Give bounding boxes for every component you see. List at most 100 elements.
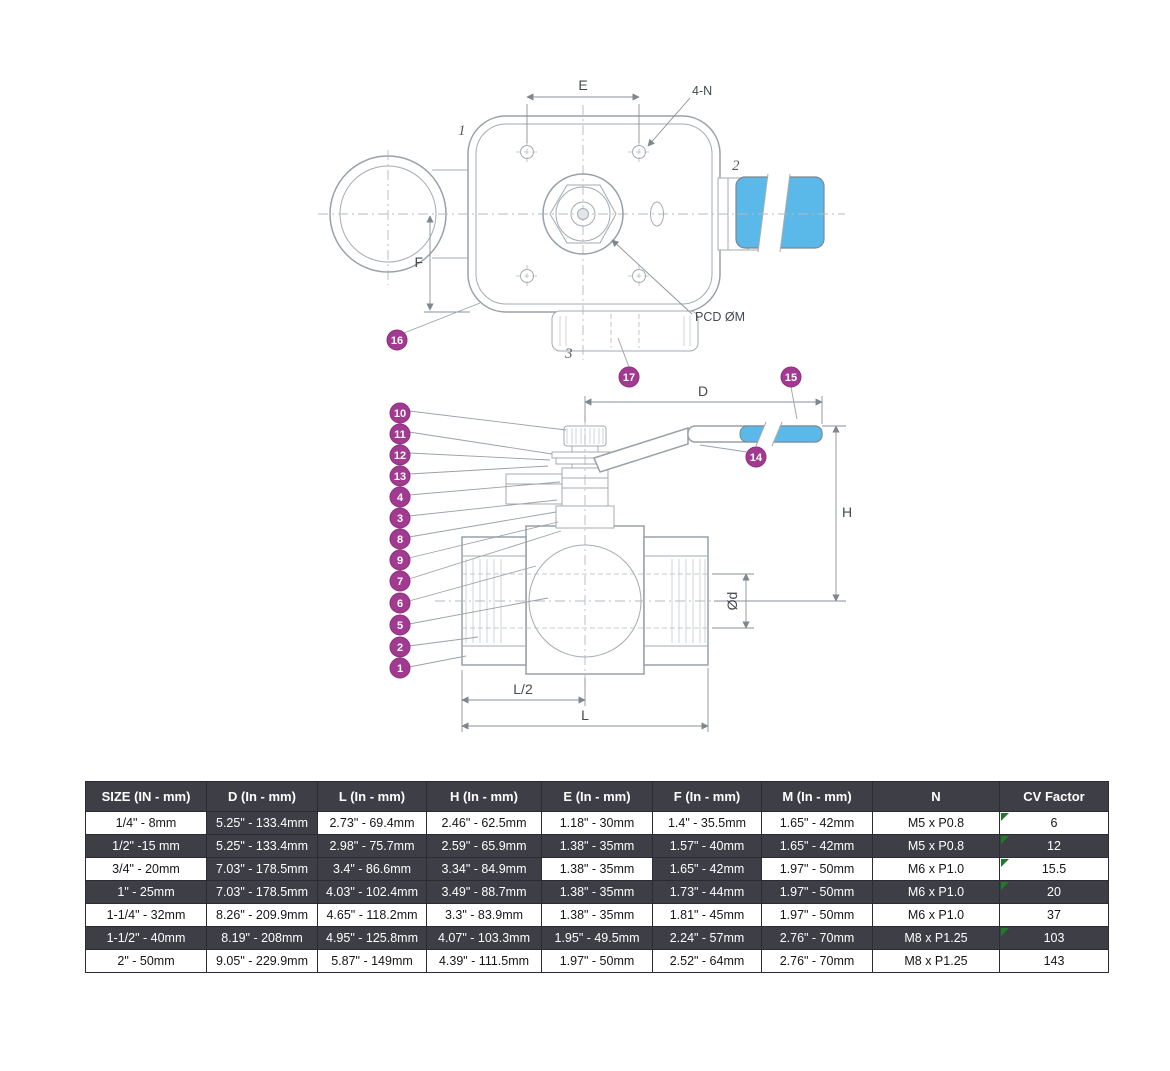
table-cell: 1.57" - 40mm	[652, 834, 762, 858]
table-cell: 2.76" - 70mm	[761, 926, 873, 950]
table-cell: M8 x P1.25	[872, 926, 1000, 950]
table-cell: 1.97" - 50mm	[541, 949, 653, 973]
table-cell: 4.65" - 118.2mm	[317, 903, 427, 927]
table-cell: 2.52" - 64mm	[652, 949, 762, 973]
callout-3: 3	[389, 507, 411, 529]
table-cell: 1.81" - 45mm	[652, 903, 762, 927]
dim-label-f: F	[414, 254, 423, 270]
callout-6: 6	[389, 592, 411, 614]
dimension-bore: Ød	[712, 573, 754, 629]
dim-label-bore: Ød	[724, 592, 740, 611]
callout-11: 11	[389, 423, 411, 445]
table-cell: 1.97" - 50mm	[761, 857, 873, 881]
handle-side-view	[592, 421, 823, 473]
table-cell: 1.65" - 42mm	[761, 811, 873, 835]
table-cell: 143	[999, 949, 1109, 973]
table-cell: 2.59" - 65.9mm	[426, 834, 542, 858]
mounting-pad	[505, 473, 563, 505]
bottom-port	[551, 310, 699, 352]
svg-text:7: 7	[397, 576, 403, 588]
side-view: D H Ød L/2 L	[389, 366, 852, 732]
label-pcd: PCD ØM	[695, 310, 745, 324]
callout-4: 4	[389, 486, 411, 508]
table-cell: 1" - 25mm	[85, 880, 207, 904]
table-cell: 1.97" - 50mm	[761, 903, 873, 927]
svg-text:13: 13	[394, 471, 406, 483]
table-cell: 4.07" - 103.3mm	[426, 926, 542, 950]
callout-1: 1	[389, 657, 411, 679]
svg-text:3: 3	[397, 513, 403, 525]
callout-16: 16	[386, 302, 481, 351]
port-label-1: 1	[458, 123, 466, 139]
callout-17: 17	[617, 337, 640, 388]
table-cell: 1.65" - 42mm	[652, 857, 762, 881]
svg-text:5: 5	[397, 620, 403, 632]
dimension-e: E	[526, 77, 640, 143]
bolt-count-label: 4-N	[647, 84, 712, 147]
table-cell: 1.97" - 50mm	[761, 880, 873, 904]
table-cell: 5.25" - 133.4mm	[206, 834, 318, 858]
table-cell: 4.95" - 125.8mm	[317, 926, 427, 950]
column-header: F (In - mm)	[652, 781, 762, 812]
svg-text:8: 8	[397, 534, 403, 546]
table-cell: 15.5	[999, 857, 1109, 881]
valve-technical-drawing: E 4-N F PCD ØM 1 2 3 16	[318, 77, 852, 732]
svg-text:12: 12	[394, 450, 406, 462]
table-cell: 1.73" - 44mm	[652, 880, 762, 904]
table-cell: 1.4" - 35.5mm	[652, 811, 762, 835]
table-cell: 3.34" - 84.9mm	[426, 857, 542, 881]
table-cell: 1/4" - 8mm	[85, 811, 207, 835]
table-cell: 3/4" - 20mm	[85, 857, 207, 881]
callout-5: 5	[389, 614, 411, 636]
table-cell: 6	[999, 811, 1109, 835]
table-cell: 3.49" - 88.7mm	[426, 880, 542, 904]
ball	[528, 544, 642, 658]
table-cell: M5 x P0.8	[872, 834, 1000, 858]
column-header: H (In - mm)	[426, 781, 542, 812]
callout-15: 15	[780, 366, 802, 420]
part-callouts-left: 10 11 12 13 4 3 8 9 7 6 5 2 1	[389, 402, 567, 679]
table-cell: 2.98" - 75.7mm	[317, 834, 427, 858]
dim-label-l: L	[581, 707, 589, 723]
stem-top-view	[542, 173, 664, 255]
callout-14: 14	[699, 444, 767, 468]
dimension-f: F	[414, 215, 470, 313]
column-header: SIZE (IN - mm)	[85, 781, 207, 812]
callout-2: 2	[389, 636, 411, 658]
port-label-3: 3	[564, 346, 573, 362]
column-header: E (In - mm)	[541, 781, 653, 812]
table-cell: 20	[999, 880, 1109, 904]
dimension-l: L	[461, 668, 709, 732]
callout-9: 9	[389, 549, 411, 571]
callout-8: 8	[389, 528, 411, 550]
svg-text:14: 14	[750, 452, 763, 464]
table-cell: 8.19" - 208mm	[206, 926, 318, 950]
table-cell: 3.3" - 83.9mm	[426, 903, 542, 927]
callout-10: 10	[389, 402, 411, 424]
table-cell: 1/2" -15 mm	[85, 834, 207, 858]
table-cell: 2.24" - 57mm	[652, 926, 762, 950]
table-cell: 5.87" - 149mm	[317, 949, 427, 973]
table-cell: M6 x P1.0	[872, 903, 1000, 927]
table-cell: 1.38" - 35mm	[541, 880, 653, 904]
table-cell: 7.03" - 178.5mm	[206, 880, 318, 904]
dim-label-l2: L/2	[513, 681, 533, 697]
table-cell: 103	[999, 926, 1109, 950]
dim-label-d: D	[698, 383, 708, 399]
table-cell: M6 x P1.0	[872, 857, 1000, 881]
table-cell: 4.39" - 111.5mm	[426, 949, 542, 973]
svg-text:11: 11	[394, 429, 406, 441]
dimension-l2: L/2	[461, 670, 586, 706]
table-cell: 1-1/2" - 40mm	[85, 926, 207, 950]
svg-text:10: 10	[394, 408, 406, 420]
svg-text:9: 9	[397, 555, 403, 567]
table-cell: 1.38" - 35mm	[541, 903, 653, 927]
port-label-2: 2	[732, 158, 740, 174]
